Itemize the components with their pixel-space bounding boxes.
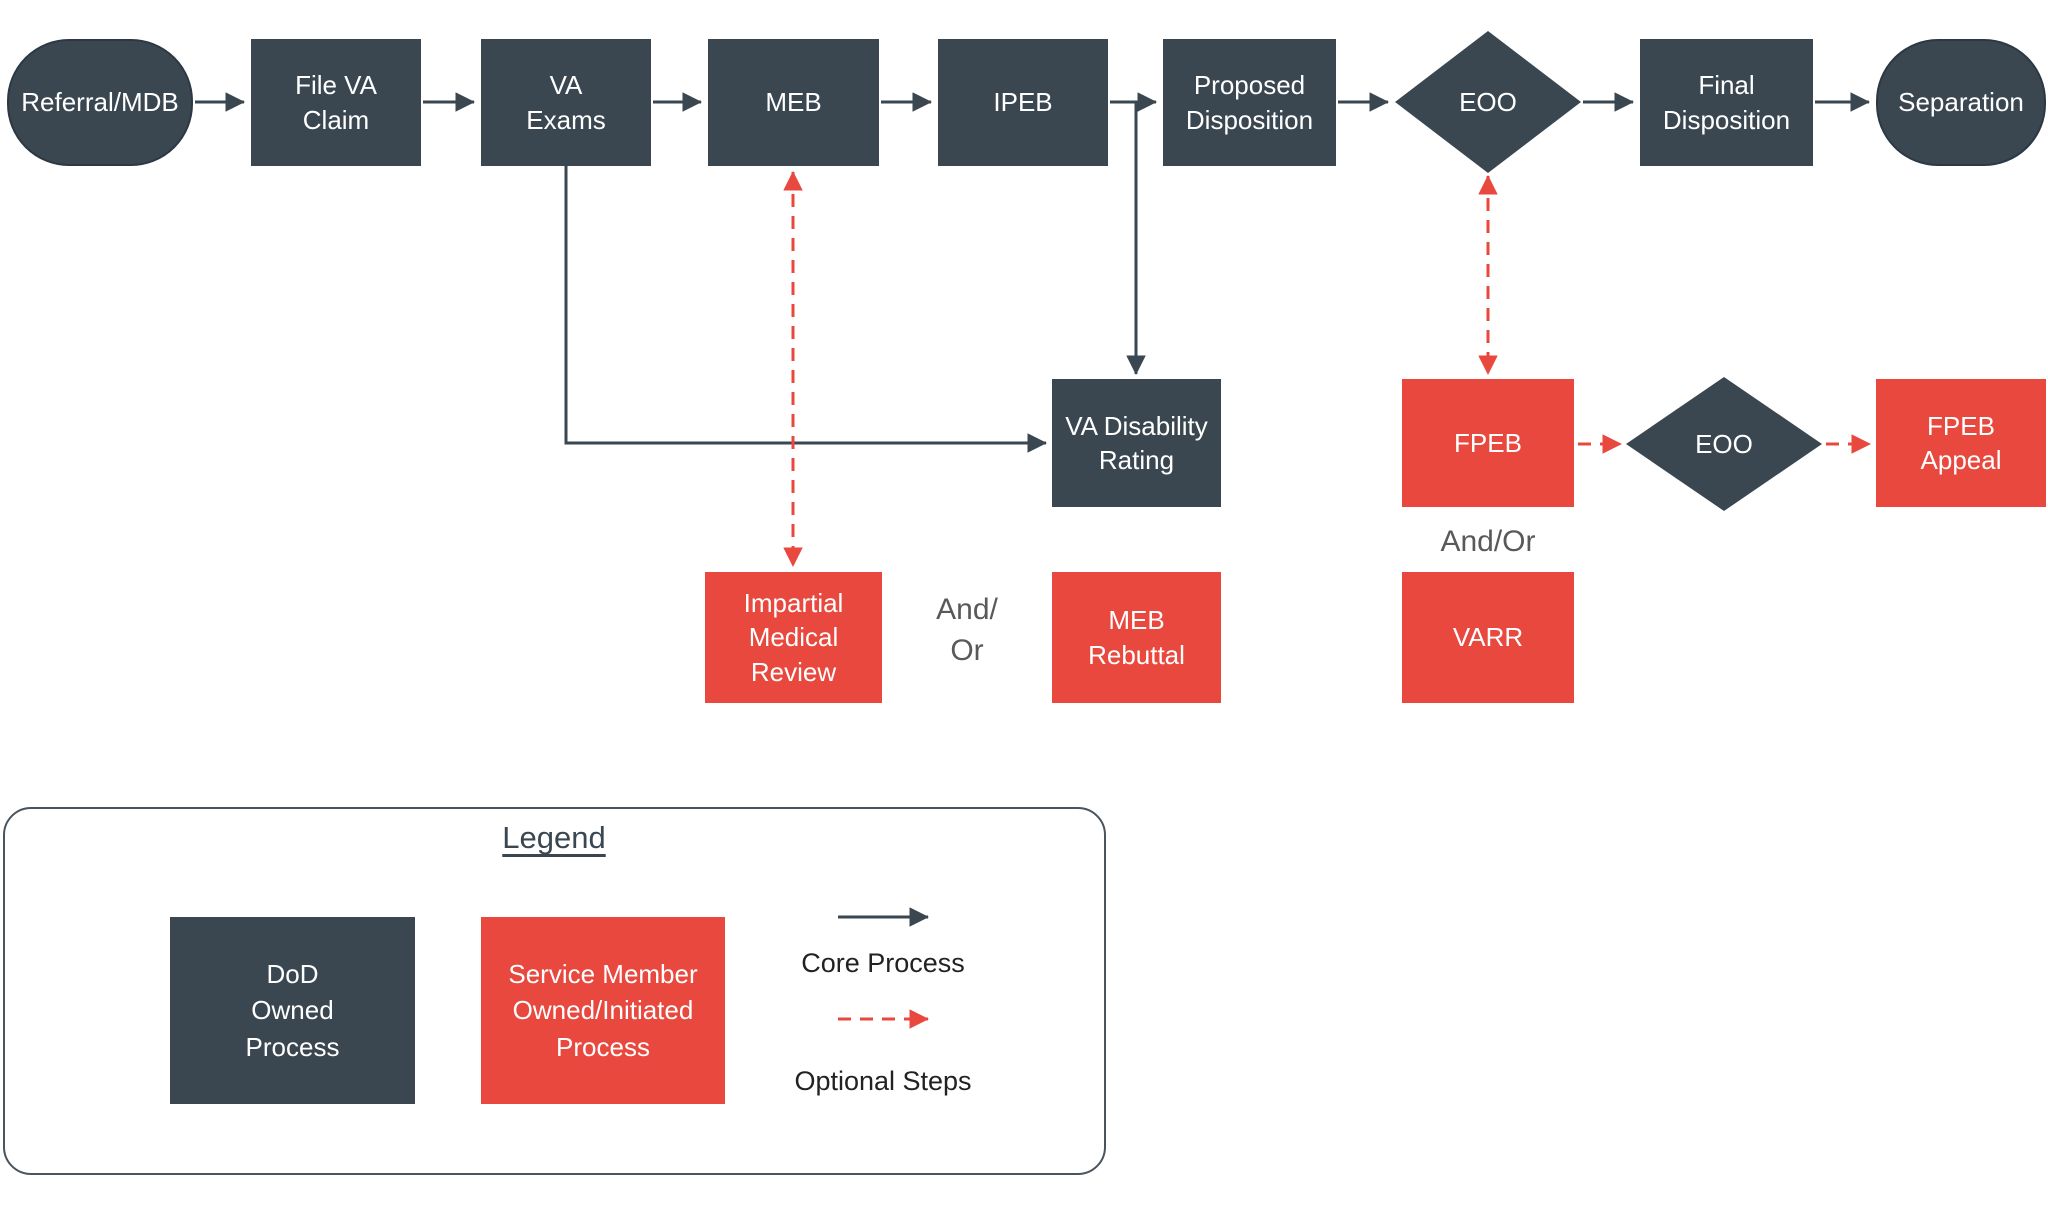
and-or-label-inline: And/Or — [1440, 525, 1536, 558]
node-va-disability-rating: VA Disability Rating — [1052, 379, 1221, 507]
node-proposed-disposition: Proposed Disposition — [1163, 39, 1336, 166]
node-va-exams: VA Exams — [481, 39, 651, 166]
node-separation: Separation — [1876, 39, 2046, 166]
legend-core-process-label: Core Process — [801, 948, 965, 978]
node-final-disposition: Final Disposition — [1640, 39, 1813, 166]
node-fpeb: FPEB — [1402, 379, 1574, 507]
node-varr: VARR — [1402, 572, 1574, 703]
node-meb: MEB — [708, 39, 879, 166]
legend-optional-steps-label: Optional Steps — [794, 1066, 972, 1096]
and-or-label-stacked: And/ Or — [936, 593, 998, 667]
node-referral-mdb: Referral/MDB — [7, 39, 193, 166]
arrow-vaexams-to-varating — [564, 166, 1047, 453]
legend-box — [3, 807, 1106, 1175]
node-eoo-first: EOO — [1395, 31, 1581, 173]
legend-title: Legend — [502, 820, 606, 855]
node-ipeb: IPEB — [938, 39, 1108, 166]
node-eoo-second: EOO — [1626, 377, 1822, 511]
node-fpeb-appeal: FPEB Appeal — [1876, 379, 2046, 507]
node-file-va-claim: File VA Claim — [251, 39, 421, 166]
node-impartial-medical-review: Impartial Medical Review — [705, 572, 882, 703]
node-meb-rebuttal: MEB Rebuttal — [1052, 572, 1221, 703]
legend-service-member-swatch: Service Member Owned/Initiated Process — [481, 917, 725, 1104]
legend-dod-swatch: DoD Owned Process — [170, 917, 415, 1104]
